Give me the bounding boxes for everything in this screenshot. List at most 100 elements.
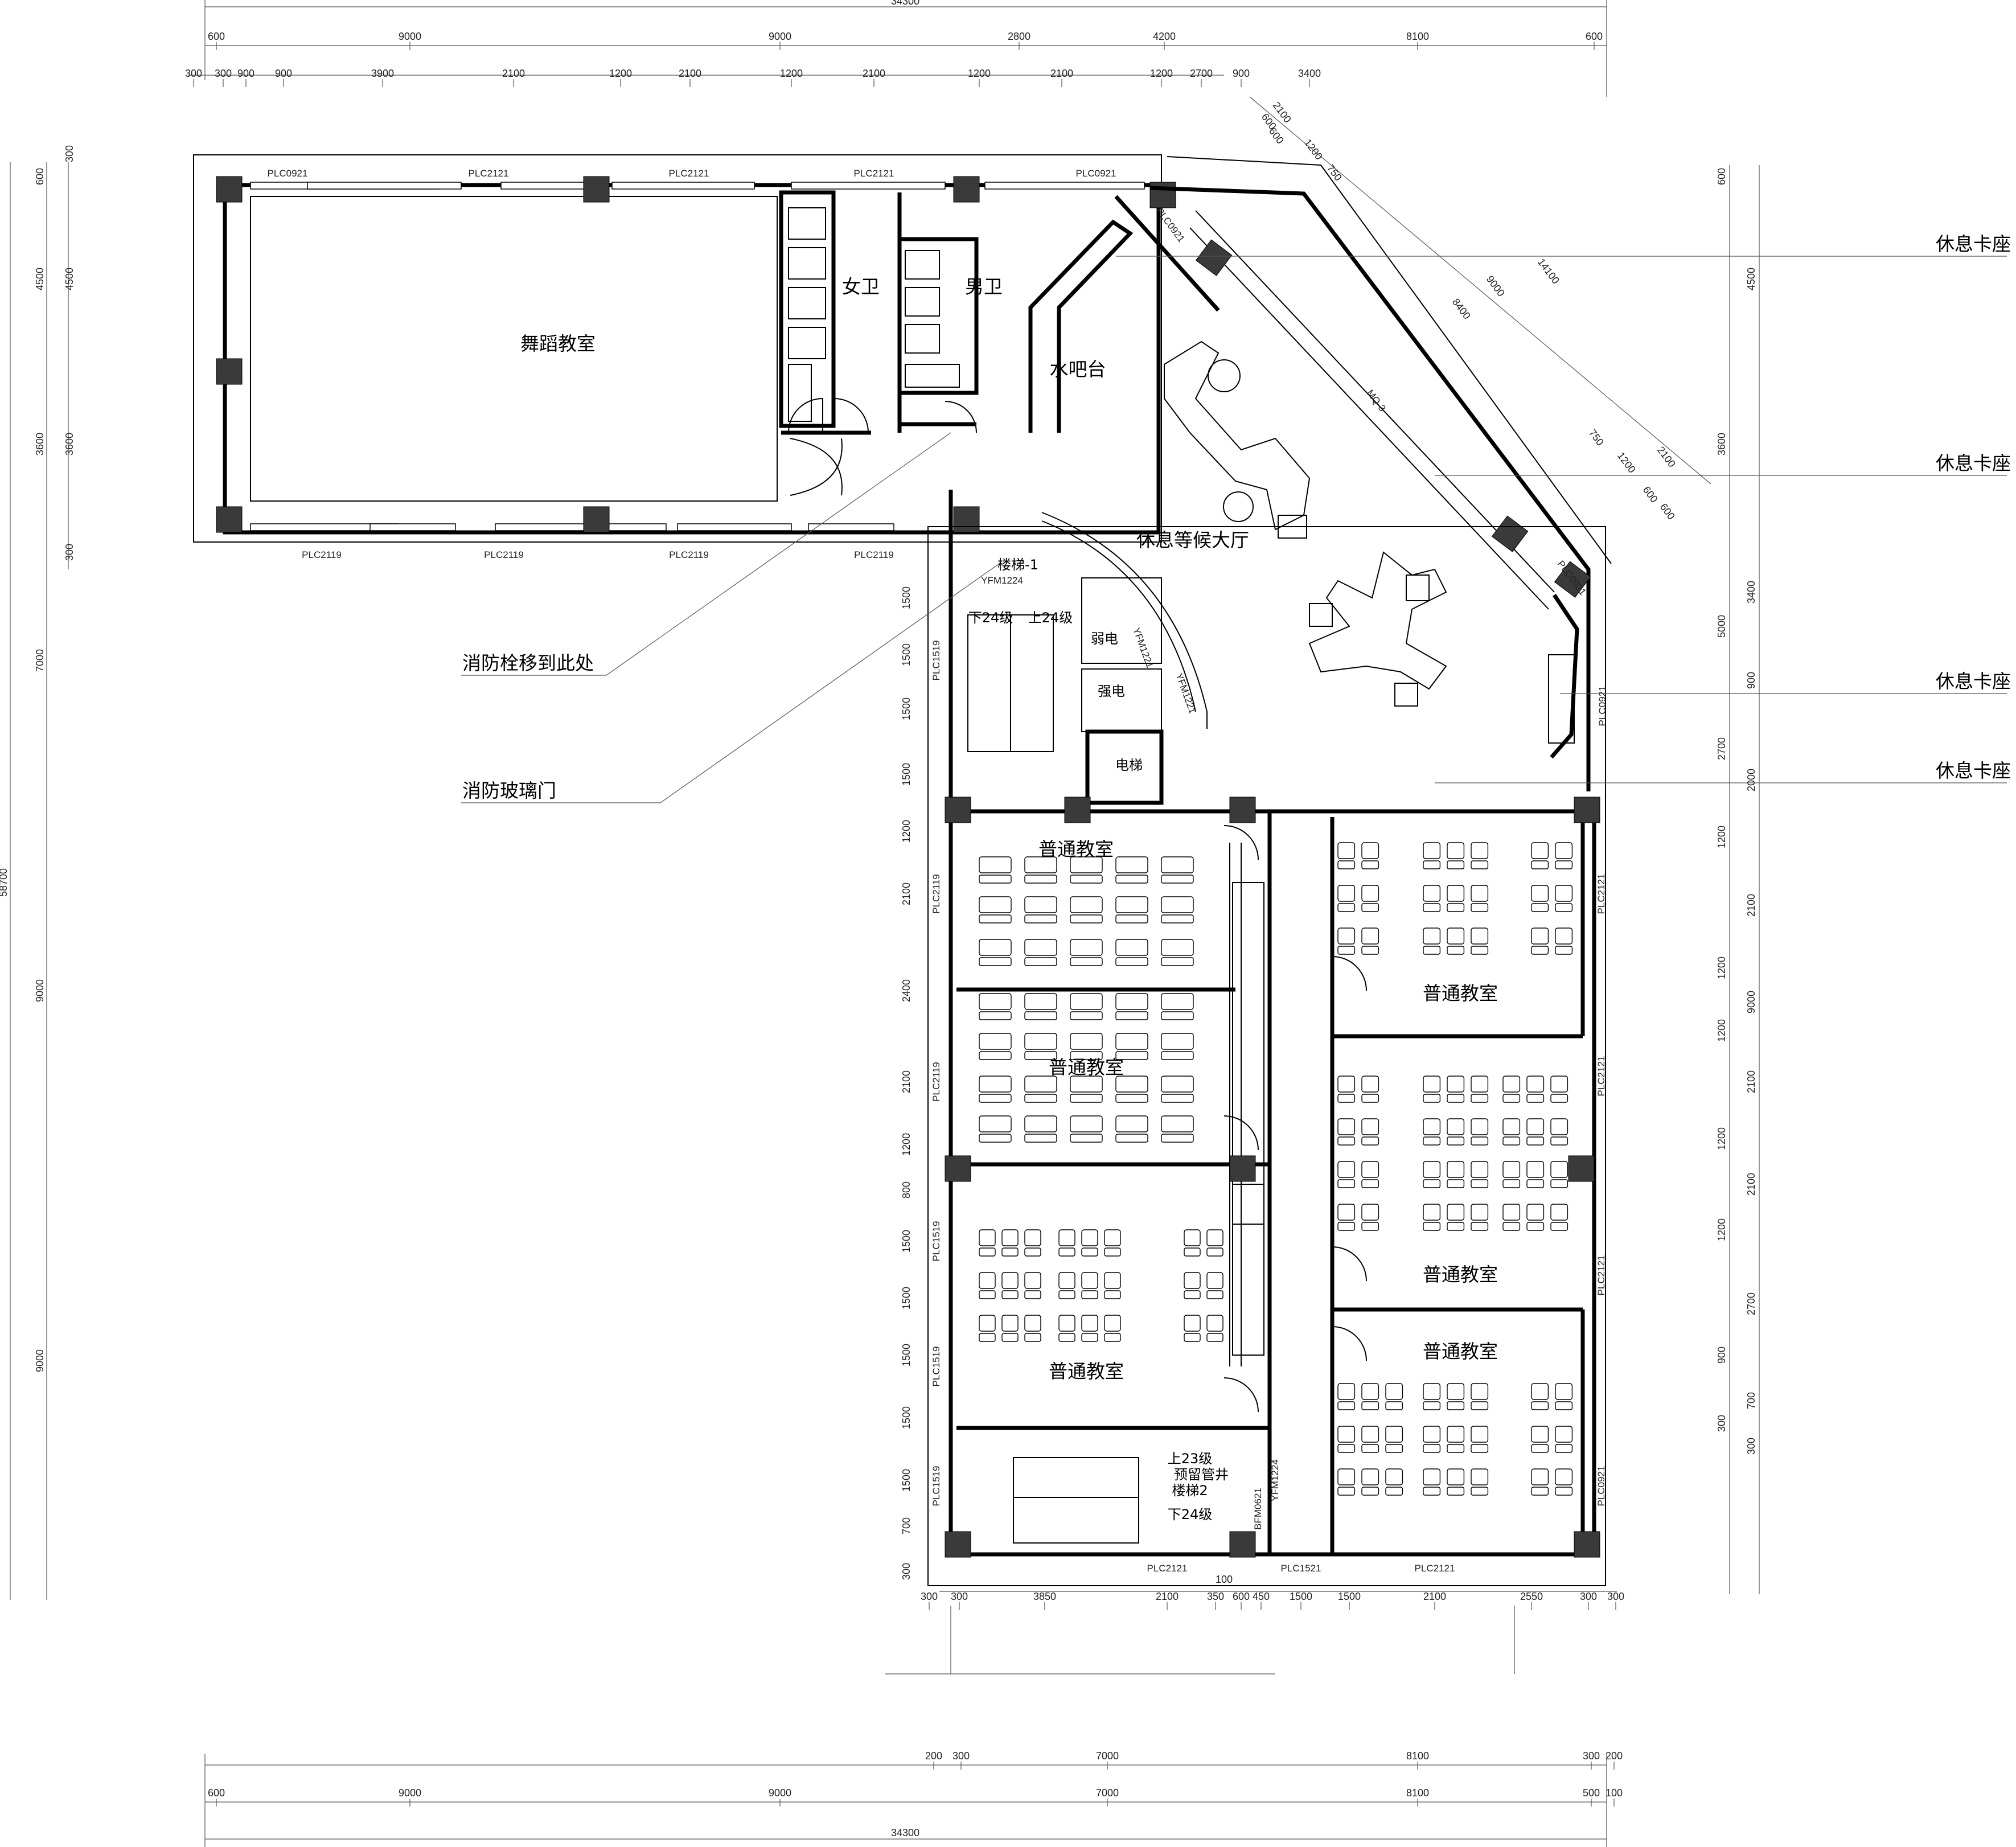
right-dim: 700 xyxy=(1746,1392,1757,1409)
note-rest-booth-4: 休息卡座 xyxy=(1936,760,2011,782)
chair xyxy=(1070,914,1103,924)
desk xyxy=(1361,1161,1379,1178)
top-dim-fine: 300 xyxy=(215,68,232,79)
desk xyxy=(1337,885,1356,902)
chair xyxy=(1531,860,1549,869)
chair xyxy=(1471,1222,1489,1231)
desk xyxy=(1502,1118,1521,1135)
desk xyxy=(1024,896,1057,913)
desk xyxy=(1423,1383,1441,1400)
desk xyxy=(1447,1118,1465,1135)
window-label: PLC2119 xyxy=(302,549,342,560)
window-strip xyxy=(677,523,792,531)
chair xyxy=(1070,1051,1103,1060)
top-dim: 600 xyxy=(208,31,225,42)
desk xyxy=(1423,842,1441,859)
window-label: PLC2121 xyxy=(1596,1056,1607,1097)
south-small-dim: 100 xyxy=(1216,1574,1233,1585)
bottom-dim-fine: 9000 xyxy=(769,1787,791,1799)
chair xyxy=(1115,1051,1148,1060)
left-dim-9000a: 9000 xyxy=(34,979,46,1002)
top-dim-fine: 300 xyxy=(185,68,202,79)
chair xyxy=(1385,1401,1403,1410)
desk xyxy=(1070,1076,1103,1093)
chair xyxy=(979,1011,1012,1020)
left-dim2-3600: 3600 xyxy=(64,433,75,455)
chair xyxy=(1447,1179,1465,1188)
diag-dim: 14100 xyxy=(1535,256,1562,286)
chair xyxy=(1024,1094,1057,1103)
wing-left-dim: 2100 xyxy=(901,1070,912,1093)
desk xyxy=(1070,939,1103,956)
south-dim: 350 xyxy=(1207,1591,1224,1602)
desk xyxy=(1161,856,1194,873)
right-dim: 5000 xyxy=(1716,615,1727,638)
top-dim-fine: 3400 xyxy=(1298,68,1321,79)
top-dim: 9000 xyxy=(399,31,421,42)
chair xyxy=(1550,1136,1569,1146)
chair xyxy=(1161,1094,1194,1103)
right-dim: 300 xyxy=(1716,1415,1727,1432)
desk xyxy=(1555,1383,1573,1400)
chair xyxy=(1115,875,1148,884)
desk xyxy=(1206,1229,1223,1246)
south-dim: 3850 xyxy=(1033,1591,1056,1602)
desk xyxy=(1361,1383,1379,1400)
chair xyxy=(979,875,1012,884)
desk xyxy=(1024,1229,1041,1246)
desk xyxy=(1471,1076,1489,1093)
desk xyxy=(1024,939,1057,956)
chair xyxy=(1423,1401,1441,1410)
chair xyxy=(1361,903,1379,912)
diagonal-wing xyxy=(1041,156,1612,791)
chair xyxy=(1471,1179,1489,1188)
desk xyxy=(1081,1315,1098,1332)
chair xyxy=(1447,1444,1465,1453)
right-dim: 1200 xyxy=(1716,957,1727,979)
desk xyxy=(1447,1468,1465,1485)
wing-left-dim: 1500 xyxy=(901,1230,912,1253)
chair xyxy=(1161,957,1194,966)
window-label: PLC2121 xyxy=(1147,1563,1188,1574)
bottom-dim: 300 xyxy=(952,1750,970,1762)
desk xyxy=(1024,993,1057,1010)
desk xyxy=(1471,885,1489,902)
wing-left-dim: 1500 xyxy=(901,697,912,720)
desk xyxy=(979,939,1012,956)
chair xyxy=(979,957,1012,966)
stair2-down: 下24级 xyxy=(1168,1507,1213,1522)
desk xyxy=(1471,1118,1489,1135)
desk xyxy=(1361,1076,1379,1093)
desk xyxy=(1361,927,1379,945)
chair xyxy=(1161,1051,1194,1060)
door-label: YFM1221 xyxy=(1173,672,1198,715)
room-dance: 舞蹈教室 xyxy=(520,333,596,355)
note-hydrant: 消防栓移到此处 xyxy=(462,652,594,674)
room-lobby: 休息等候大厅 xyxy=(1136,529,1249,551)
desk xyxy=(1526,1204,1545,1221)
shaft-label: 预留管井 xyxy=(1174,1467,1229,1483)
chair xyxy=(1555,1444,1573,1453)
chair xyxy=(1385,1487,1403,1496)
desk xyxy=(1070,1033,1103,1050)
chair xyxy=(1001,1247,1019,1257)
desk xyxy=(1502,1076,1521,1093)
chair xyxy=(1526,1222,1545,1231)
desk xyxy=(1115,939,1148,956)
chair xyxy=(1447,1094,1465,1103)
chair xyxy=(1070,1011,1103,1020)
chair xyxy=(1471,1136,1489,1146)
chair xyxy=(1337,1444,1356,1453)
desk xyxy=(1206,1272,1223,1289)
door-label: YFM1224 xyxy=(981,575,1023,586)
chair xyxy=(1361,946,1379,955)
desk xyxy=(1161,1076,1194,1093)
left-dim-300b: 300 xyxy=(64,544,75,561)
desk xyxy=(1423,1426,1441,1443)
south-dim: 600 xyxy=(1233,1591,1250,1602)
chair xyxy=(1337,1136,1356,1146)
chair xyxy=(1550,1094,1569,1103)
chair xyxy=(979,1051,1012,1060)
chair xyxy=(1024,1134,1057,1143)
door-label: BFM0621 xyxy=(1253,1488,1263,1530)
